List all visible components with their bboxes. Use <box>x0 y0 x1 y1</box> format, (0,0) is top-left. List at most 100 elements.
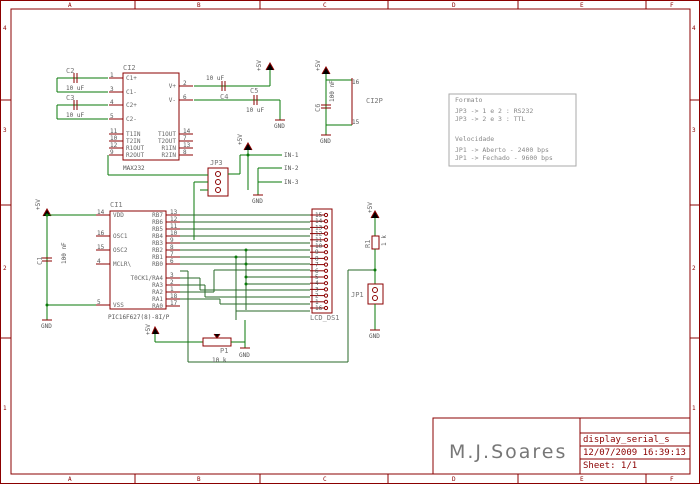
pin-name: RA3 <box>152 282 163 289</box>
c3-val: 10 uF <box>66 112 84 119</box>
pin-name: VSS <box>113 302 124 309</box>
lcd-pin-pad <box>323 219 329 224</box>
pin-number: 3 <box>170 272 174 279</box>
pin-number: 14 <box>97 209 105 216</box>
pin-name: RB7 <box>152 212 163 219</box>
pin-number: 9 <box>170 237 174 244</box>
sheet-number: Sheet: 1/1 <box>583 461 637 471</box>
connector-in-2: IN-2 <box>284 165 299 172</box>
capacitor-c3: C3 10 uF <box>56 94 108 120</box>
vplus-label: +5V <box>256 60 263 71</box>
col-label-bottom: F <box>670 476 674 483</box>
col-label-bottom: D <box>452 476 456 483</box>
lcd-pin-number: 5 <box>315 274 319 281</box>
row-label-right: 3 <box>692 127 696 134</box>
note-formato-title: Formato <box>455 96 482 104</box>
pin-name: T2OUT <box>158 138 176 145</box>
pin-number: 5 <box>97 299 101 306</box>
pin-number: 11 <box>110 128 118 135</box>
col-label-top: E <box>580 2 584 9</box>
capacitor-c6-ci2p: +5V C6 100 nF GND 16 15 CI2P <box>314 60 383 145</box>
lcd-pin-pad <box>323 299 329 304</box>
pin-number: 7 <box>183 135 187 142</box>
note-vel-2: JP1 -> Fechado - 9600 bps <box>455 154 553 162</box>
gnd-label: GND <box>274 123 285 130</box>
capacitor-c5: C5 10 uF GND <box>194 87 285 130</box>
ci2p-ref: CI2P <box>366 97 383 105</box>
pin-number: 3 <box>110 86 114 93</box>
p1-val: 10 k <box>212 357 227 364</box>
pin-name: OSC2 <box>113 247 128 254</box>
notes-box: Formato JP3 -> 1 e 2 : RS232 JP3 -> 2 e … <box>448 93 577 167</box>
pin-number: 10 <box>170 230 178 237</box>
lcd-pin-number: 13 <box>315 224 323 231</box>
lcd-pin-number: 14 <box>315 218 323 225</box>
row-label-left: 3 <box>3 127 7 134</box>
lcd-pin-pad <box>323 212 329 218</box>
pin-name: MCLR\ <box>113 261 131 268</box>
c3-ref: C3 <box>66 94 74 102</box>
c4-ref: C4 <box>220 93 228 101</box>
pin-name: R2IN <box>162 152 177 159</box>
capacitor-c4: 10 uF C4 +5V <box>194 60 275 101</box>
date-time: 12/07/2009 16:39:13 <box>583 448 686 458</box>
pin-number: 14 <box>183 128 191 135</box>
lcd-pin-number: 1 <box>315 299 319 306</box>
col-label-top: A <box>68 2 72 9</box>
c4-val: 10 uF <box>206 75 224 82</box>
lcd-ref: LCD_DS1 <box>310 314 340 322</box>
file-name: display_serial_s <box>583 435 670 445</box>
c2-ref: C2 <box>66 67 74 75</box>
p1-supply: +5V <box>145 324 152 335</box>
lcd-pin-pad <box>323 250 329 255</box>
connector-in-3: IN-3 <box>284 179 299 186</box>
pin-name: V- <box>169 97 176 104</box>
input-connectors: +5V GND IN-1 IN-2 IN-3 <box>237 134 299 205</box>
col-label-top: F <box>670 2 674 9</box>
author-name: M.J.Soares <box>449 441 567 463</box>
r1-val: 1 k <box>381 235 388 246</box>
jp1-ref: JP1 <box>351 291 364 299</box>
pin-name: RB6 <box>152 219 163 226</box>
pin-name: RA1 <box>152 296 163 303</box>
lcd-pin-pad <box>323 281 329 286</box>
lcd-pin-number: 11 <box>315 237 323 244</box>
c1-val: 100 nF <box>61 242 68 264</box>
lcd-pin-pad <box>323 293 329 298</box>
pin-number: 5 <box>110 113 114 120</box>
resistor-r1-jp1: +5V R1 1 k JP1 GND <box>351 202 388 340</box>
row-label-right: 2 <box>692 265 696 272</box>
max232-name: MAX232 <box>123 165 145 172</box>
p1-ref: P1 <box>220 347 228 355</box>
pin-number: 6 <box>183 94 187 101</box>
pin-number: 4 <box>110 99 114 106</box>
pin-number: 9 <box>110 149 114 156</box>
lcd-pin-pad <box>323 287 329 292</box>
lcd-pin-number: 7 <box>315 262 319 269</box>
c6-val: 100 nF <box>329 80 336 102</box>
pin-name: T2IN <box>126 138 141 145</box>
jp1-gnd: GND <box>369 333 380 340</box>
lcd-pin-pad <box>323 305 329 311</box>
pin-name: T0CK1/RA4 <box>130 275 163 282</box>
pin-number: 11 <box>170 223 178 230</box>
pin-name: RB1 <box>152 254 163 261</box>
pin-number: 13 <box>183 142 191 149</box>
col-label-bottom: A <box>68 476 72 483</box>
pin-number: 13 <box>170 209 178 216</box>
pin-name: C1- <box>126 89 137 96</box>
jp3-ref: JP3 <box>210 159 223 167</box>
col-label-bottom: C <box>323 476 327 483</box>
connector-in-1: IN-1 <box>284 152 299 159</box>
pic-name: PIC16F627(8)-8I/P <box>108 314 170 321</box>
note-formato-2: JP3 -> 2 e 3 : TTL <box>455 115 526 123</box>
p1-gnd: GND <box>239 352 250 359</box>
row-label-right: 1 <box>692 405 696 412</box>
note-formato-1: JP3 -> 1 e 2 : RS232 <box>455 107 533 115</box>
pin-name: C1+ <box>126 75 137 82</box>
pin-name: VDD <box>113 212 124 219</box>
lcd-pin-number: 8 <box>315 255 319 262</box>
